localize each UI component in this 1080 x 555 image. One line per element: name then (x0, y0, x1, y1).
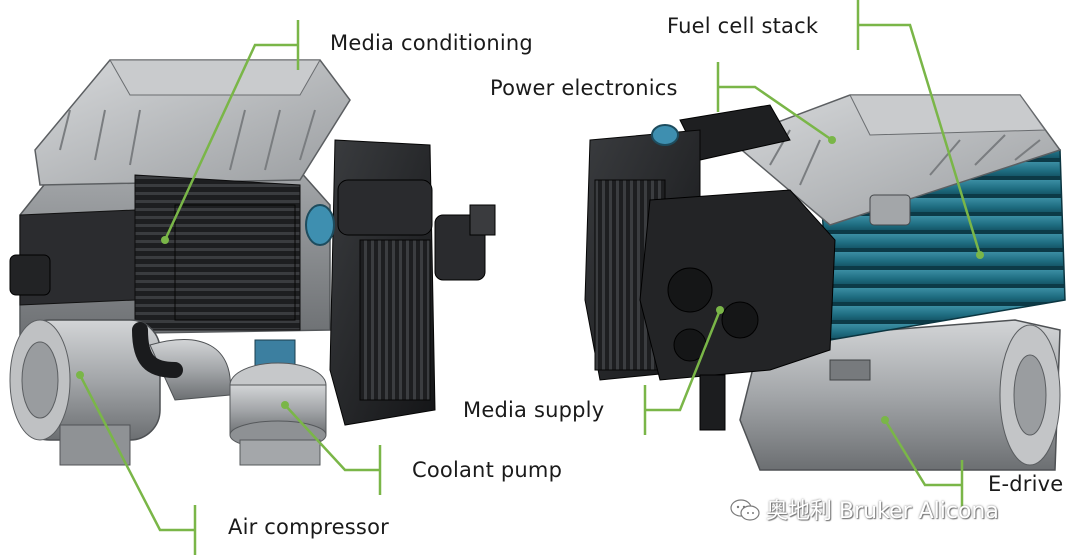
left-fuel-cell-module (9, 59, 496, 466)
label-power-electronics: Power electronics (490, 76, 678, 100)
label-fuel-cell-stack: Fuel cell stack (667, 14, 819, 38)
label-coolant-pump: Coolant pump (412, 458, 563, 482)
right-fuel-cell-module (584, 94, 1066, 471)
label-e-drive: E-drive (988, 472, 1064, 496)
label-air-compressor: Air compressor (228, 515, 389, 539)
label-media-conditioning: Media conditioning (330, 31, 533, 55)
left-coolant-pump (229, 339, 327, 466)
label-media-supply: Media supply (463, 398, 605, 422)
right-media-supply (639, 189, 836, 431)
leader-lines (78, 0, 982, 555)
leader-dots (76, 136, 984, 424)
watermark-text: 奥地利 Bruker Alicona (766, 499, 999, 524)
left-air-compressor (9, 319, 231, 466)
right-e-drive-housing (739, 319, 1061, 471)
watermark: 奥地利 Bruker Alicona (730, 493, 999, 525)
wechat-icon (730, 499, 760, 521)
